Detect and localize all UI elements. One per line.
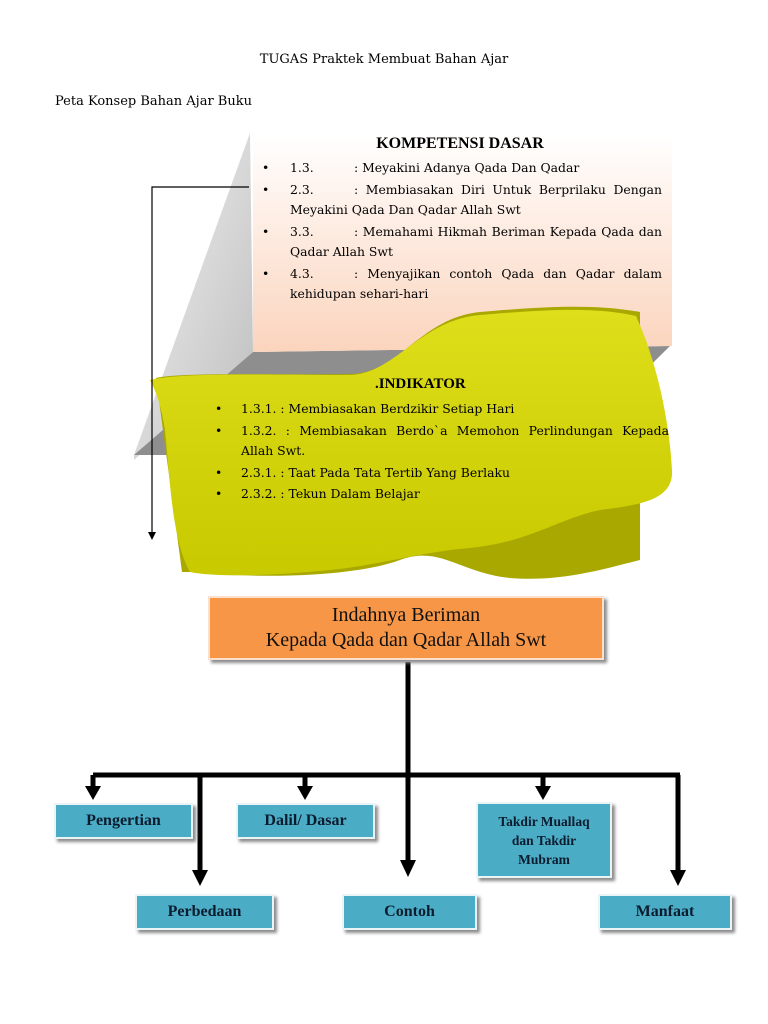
takdir-line2: dan Takdir (511, 832, 577, 848)
list-item: 2.3.2. : Tekun Dalam Belajar (215, 484, 669, 505)
kompetensi-title: KOMPETENSI DASAR (376, 135, 544, 152)
list-item: 1.3.1. : Membiasakan Berdzikir Setiap Ha… (215, 399, 669, 420)
list-item: 2.3.: Membiasakan Diri Untuk Berprilaku … (262, 180, 662, 221)
list-item: 4.3.: Menyajikan contoh Qada dan Qadar d… (262, 264, 662, 305)
main-topic-line1: Indahnya Beriman (331, 604, 481, 626)
main-topic-box: Indahnya Beriman Kepada Qada dan Qadar A… (208, 596, 604, 660)
item-text: : Membiasakan Diri Untuk Berprilaku Deng… (290, 181, 662, 218)
document-subtitle: Peta Konsep Bahan Ajar Buku (55, 94, 252, 109)
takdir-line3: Mubram (518, 851, 570, 867)
item-number: 4.3. (290, 265, 314, 281)
item-number: 1.3. (290, 160, 314, 175)
main-topic-line2: Kepada Qada dan Qadar Allah Swt (265, 629, 547, 651)
list-item: 1.3.2. : Membiasakan Berdo`a Memohon Per… (215, 421, 669, 462)
left-arrowhead (148, 532, 156, 540)
contoh-box: Contoh (342, 894, 477, 930)
item-text: : Meyakini Adanya Qada Dan Qadar (354, 160, 580, 175)
takdir-line1: Takdir Muallaq (498, 813, 590, 829)
list-item: 2.3.1. : Taat Pada Tata Tertib Yang Berl… (215, 463, 669, 484)
takdir-box: Takdir Muallaq dan Takdir Mubram (476, 802, 612, 878)
left-bracket-arrow (151, 186, 249, 532)
item-text: : Memahami Hikmah Beriman Kepada Qada da… (290, 223, 662, 260)
item-number: 2.3. (290, 181, 314, 197)
kompetensi-list: 1.3. : Meyakini Adanya Qada Dan Qadar 2.3… (262, 158, 662, 306)
pengertian-box: Pengertian (54, 803, 193, 839)
list-item: 3.3.: Memahami Hikmah Beriman Kepada Qad… (262, 222, 662, 263)
item-text: : Menyajikan contoh Qada dan Qadar dalam… (290, 265, 662, 302)
indikator-list: 1.3.1. : Membiasakan Berdzikir Setiap Ha… (215, 399, 669, 506)
connector-arrowheads (85, 786, 686, 886)
item-number: 3.3. (290, 223, 314, 239)
indikator-title: .INDIKATOR (375, 376, 466, 392)
dalil-box: Dalil/ Dasar (236, 803, 375, 839)
list-item: 1.3. : Meyakini Adanya Qada Dan Qadar (262, 158, 662, 179)
document-title: TUGAS Praktek Membuat Bahan Ajar (259, 52, 509, 67)
manfaat-box: Manfaat (598, 894, 732, 930)
connector-lines (90, 662, 681, 872)
perbedaan-box: Perbedaan (135, 894, 274, 930)
